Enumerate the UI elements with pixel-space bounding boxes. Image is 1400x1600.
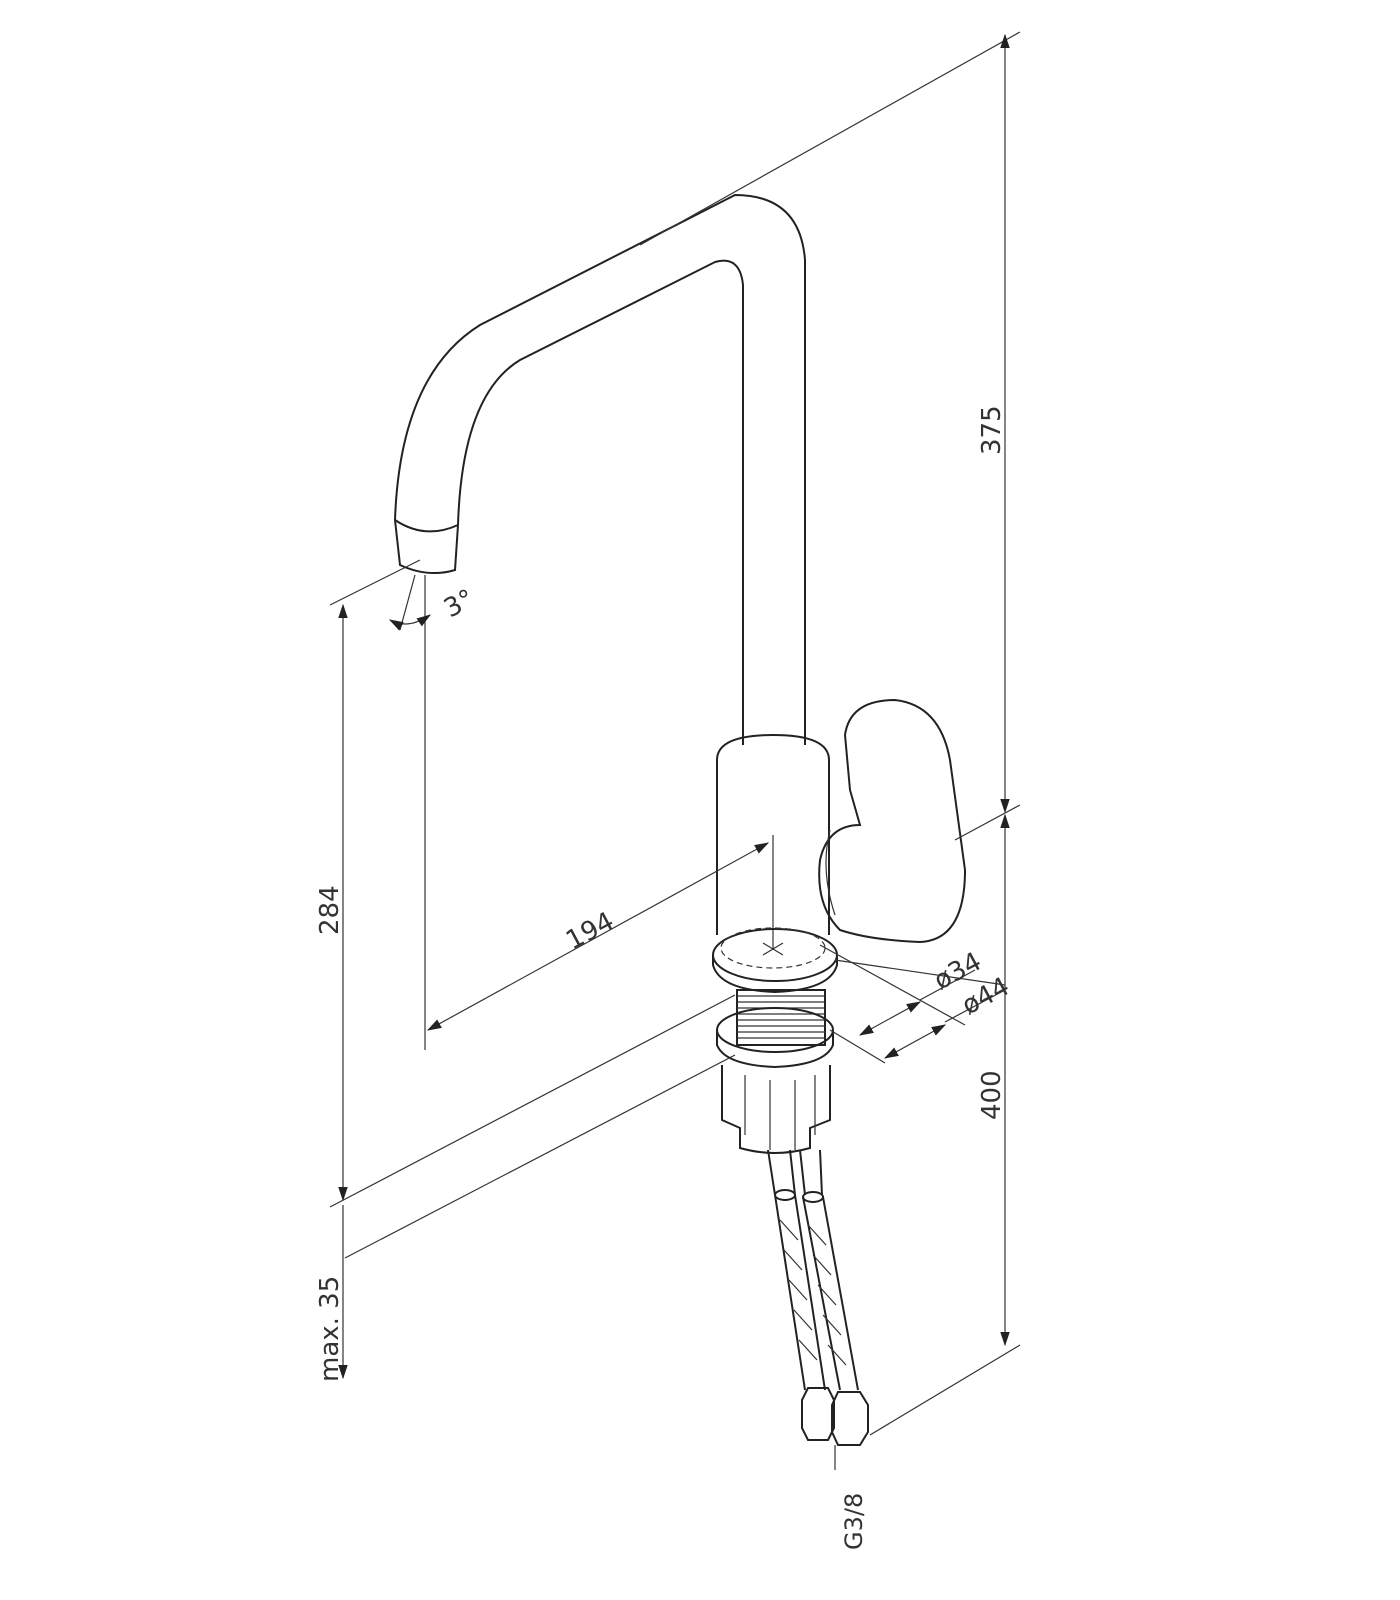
spout [394, 31, 1021, 745]
dim-spout-reach: 194 [561, 906, 619, 956]
base-ring [712, 927, 838, 994]
dim-max-deck: max. 35 [315, 1276, 345, 1382]
dim-total-height: 375 [977, 405, 1007, 455]
flexible-hoses [767, 1149, 869, 1470]
fixing-nut [721, 1065, 831, 1154]
dim-spout-height: 284 [315, 885, 345, 935]
faucet-body [716, 698, 967, 950]
dim-connection-thread: G3/8 [840, 1493, 868, 1550]
dimension-lines [329, 33, 1021, 1436]
dim-hose-length: 400 [977, 1070, 1007, 1120]
dim-spout-angle: 3° [439, 584, 479, 624]
